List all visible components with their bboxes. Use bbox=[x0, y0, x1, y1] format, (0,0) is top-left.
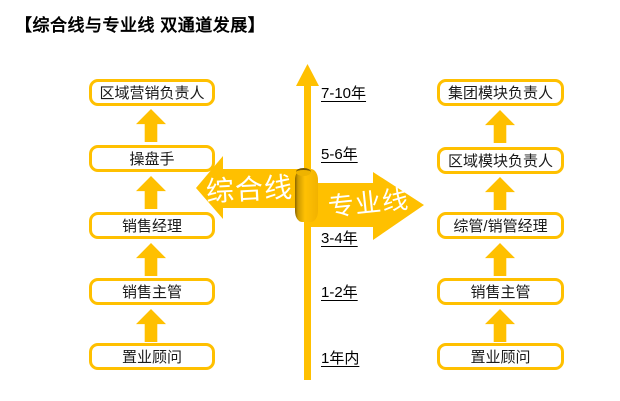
left-track-level-2-box: 销售主管 bbox=[89, 278, 215, 305]
up-arrow-icon bbox=[136, 243, 166, 276]
right-track-level-2-box: 销售主管 bbox=[437, 278, 564, 305]
timeline-label-within-1y: 1年内 bbox=[321, 350, 360, 367]
up-arrow-icon bbox=[136, 109, 166, 142]
left-track-level-1-box: 置业顾问 bbox=[89, 343, 215, 370]
page-title: 【综合线与专业线 双通道发展】 bbox=[15, 16, 266, 35]
right-track-level-1-box: 置业顾问 bbox=[437, 343, 564, 370]
up-arrow-icon bbox=[136, 176, 166, 209]
timeline-axis bbox=[304, 84, 311, 380]
up-arrow-icon bbox=[485, 110, 515, 143]
professional-line-label: 专业线 bbox=[326, 183, 411, 223]
timeline-label-1-2y: 1-2年 bbox=[321, 284, 358, 301]
up-arrow-icon bbox=[485, 243, 515, 276]
left-track-level-4-box: 操盘手 bbox=[89, 145, 215, 172]
right-track-level-4-box: 区域模块负责人 bbox=[437, 147, 564, 174]
timeline-label-5-6y: 5-6年 bbox=[321, 146, 358, 163]
left-track-level-5-box: 区域营销负责人 bbox=[89, 79, 215, 106]
left-track-level-3-box: 销售经理 bbox=[89, 212, 215, 239]
comprehensive-line-label: 综合线 bbox=[205, 171, 294, 208]
timeline-label-7-10y: 7-10年 bbox=[321, 85, 367, 102]
timeline-axis-arrowhead-icon bbox=[296, 64, 319, 86]
right-track-level-3-box: 综管/销管经理 bbox=[437, 212, 564, 239]
up-arrow-icon bbox=[136, 309, 166, 342]
timeline-label-3-4y: 3-4年 bbox=[321, 230, 358, 247]
up-arrow-icon bbox=[485, 177, 515, 210]
right-track-level-5-box: 集团模块负责人 bbox=[437, 79, 564, 106]
up-arrow-icon bbox=[485, 309, 515, 342]
ribbon-wrap-icon bbox=[295, 168, 318, 222]
